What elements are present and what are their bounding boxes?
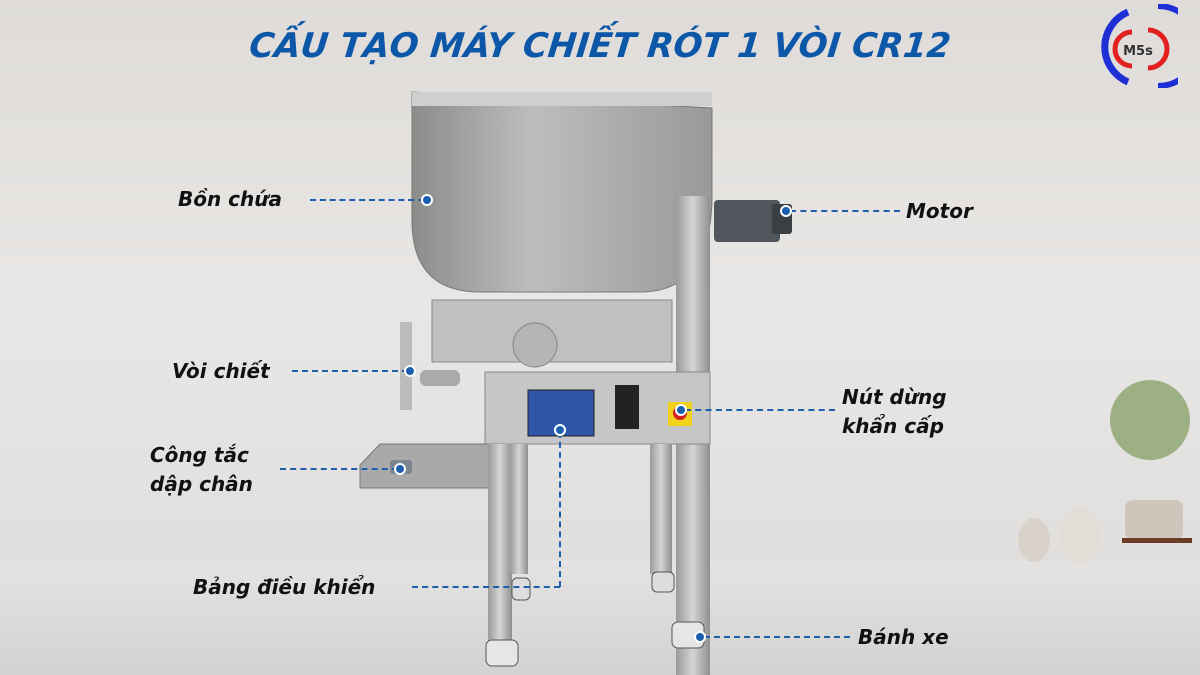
marker-tank <box>421 194 433 206</box>
marker-wheels <box>694 631 706 643</box>
marker-motor <box>780 205 792 217</box>
leader-line-wheels <box>704 636 850 638</box>
label-wheels: Bánh xe <box>858 625 949 649</box>
marker-emergency-stop <box>675 404 687 416</box>
label-tank: Bồn chứa <box>178 187 283 211</box>
label-line-2: dập chân <box>150 472 253 496</box>
label-control-panel: Bảng điều khiển <box>193 575 376 599</box>
label-line-2: khẩn cấp <box>842 414 944 438</box>
svg-text:M5s: M5s <box>1123 44 1153 59</box>
floor <box>0 560 1200 675</box>
label-foot-switch: Công tắc dập chân <box>150 441 253 499</box>
marker-foot-switch <box>394 463 406 475</box>
label-emergency-stop: Nút dừng khẩn cấp <box>842 383 947 441</box>
leader-line-control-panel <box>412 586 560 588</box>
leader-line-motor <box>790 210 900 212</box>
label-nozzle: Vòi chiết <box>172 359 270 383</box>
label-line-1: Nút dừng <box>842 385 947 409</box>
label-line-1: Công tắc <box>150 443 249 467</box>
leader-line-emergency-stop <box>685 409 835 411</box>
leader-line-tank <box>310 199 424 201</box>
leader-line-nozzle <box>292 370 408 372</box>
leader-line-control-panel-vertical <box>559 432 561 587</box>
label-motor: Motor <box>906 199 973 223</box>
marker-control-panel <box>554 424 566 436</box>
marker-nozzle <box>404 365 416 377</box>
leader-line-foot-switch <box>280 468 398 470</box>
m5s-logo: M5s <box>1101 4 1178 88</box>
